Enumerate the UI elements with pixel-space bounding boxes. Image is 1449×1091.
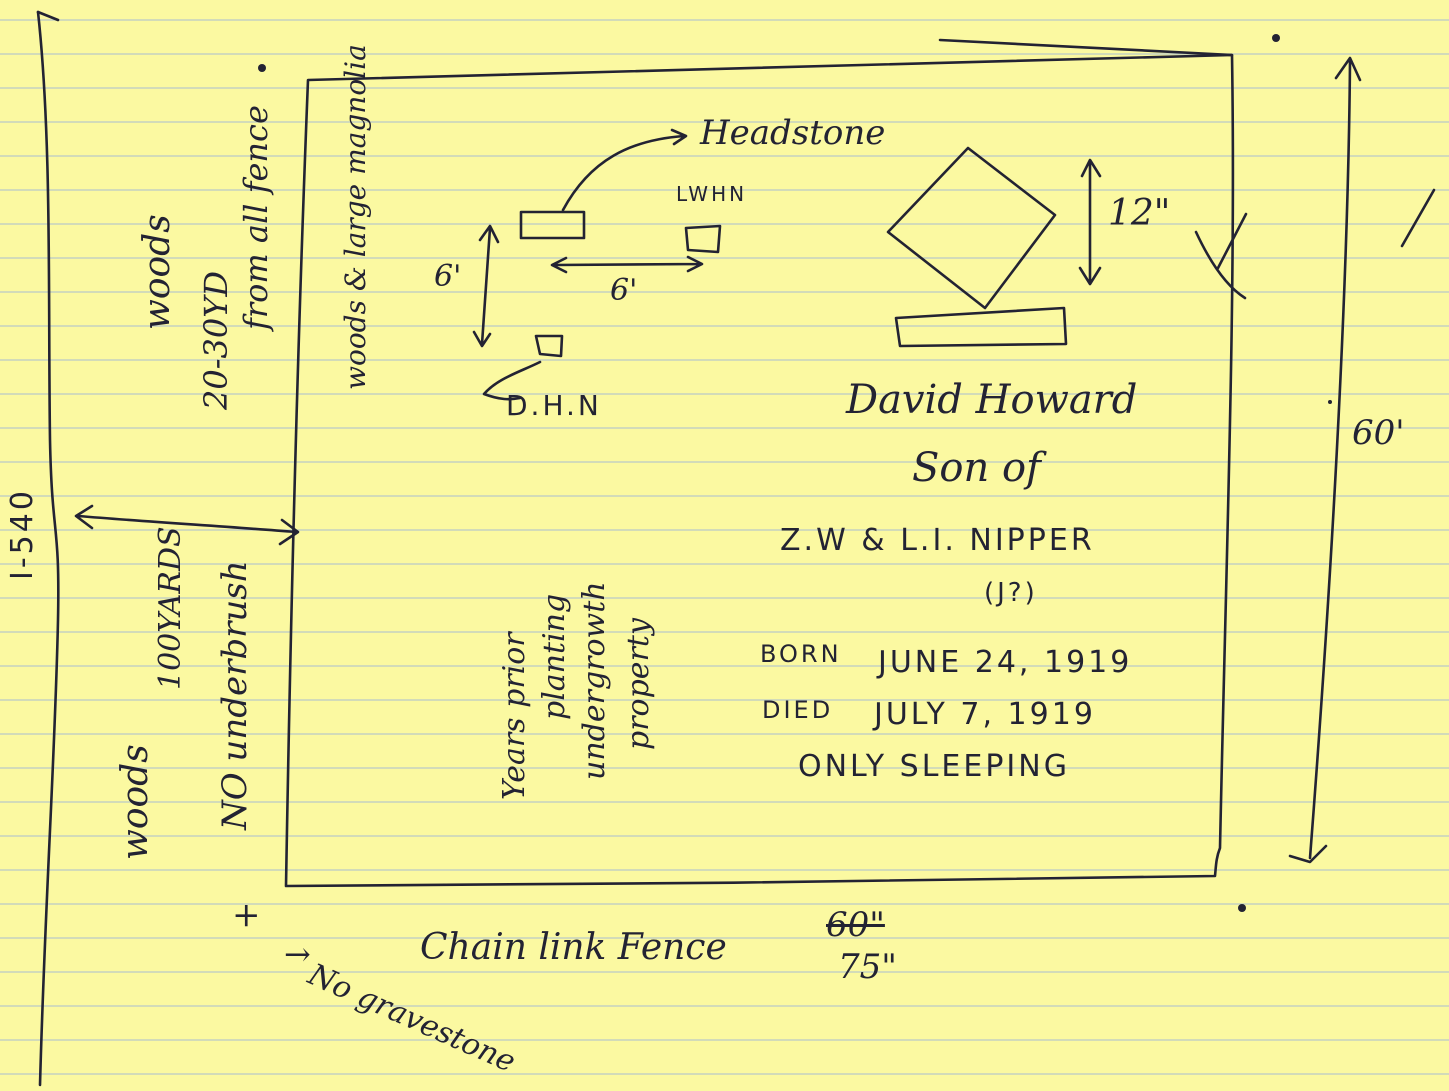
headstone-arrow (561, 128, 688, 212)
woods-top-note: woods (137, 214, 178, 330)
fence-distance-note: from all fence (237, 105, 275, 330)
woods-bottom-note: woods (115, 744, 156, 860)
fence-plus: + (232, 895, 261, 935)
hundred-yards-arrow (74, 504, 300, 546)
dim-six-vertical-arrow (472, 224, 500, 348)
dot-top-left (258, 64, 266, 72)
dim-six-horizontal-arrow (550, 255, 704, 274)
no-underbrush-note: NO underbrush (215, 560, 255, 830)
dim-sixty-label: 60' (1352, 413, 1405, 453)
yards-top-note: 20-30YD (197, 270, 235, 410)
born-label: BORN (760, 640, 842, 668)
dim-sixty-arrow (1288, 56, 1362, 864)
inside-note-4: property (621, 618, 656, 750)
fence-height-struck: 60" (826, 905, 885, 945)
dim-twelve-label: 12" (1108, 193, 1171, 234)
epitaph: ONLY SLEEPING (798, 749, 1070, 784)
lwhn-label: LWHN (676, 182, 748, 206)
vegetation-note: woods & large magnolia (339, 44, 372, 390)
inscription-parents-note: (J?) (984, 578, 1038, 608)
dot-bottom-right (1238, 904, 1246, 912)
dim-six-vertical-label: 6' (434, 259, 462, 294)
dhn-label: D.H.N (506, 389, 602, 422)
right-slash-mark (1216, 212, 1248, 270)
fence-label: Chain link Fence (420, 927, 727, 968)
dim-six-horizontal-label: 6' (610, 273, 638, 308)
inside-note-1: Years prior (497, 632, 532, 800)
top-left-tick (36, 10, 60, 22)
died-label: DIED (762, 696, 834, 724)
inside-note-2: planting (537, 593, 572, 720)
plot-corner-extension (938, 38, 1234, 57)
right-curve-mark (1194, 230, 1247, 300)
inside-note-3: undergrowth (577, 581, 612, 780)
inscription-name: David Howard (846, 377, 1138, 423)
dhn-arrow (482, 360, 542, 401)
lwhn-marker (684, 224, 722, 254)
far-right-slash-mark (1400, 188, 1436, 248)
headstone-shape (519, 210, 586, 240)
dot-right (1328, 400, 1332, 404)
dot-top-right (1272, 34, 1280, 42)
inscription-son-of: Son of (912, 445, 1041, 491)
fence-arrow: → (284, 935, 311, 973)
hundred-yards-note: 100YARDS (153, 526, 188, 690)
road-label: I-540 (5, 488, 40, 580)
left-margin-line (36, 10, 60, 1087)
dhn-marker (534, 334, 564, 358)
fence-height: 75" (838, 947, 897, 987)
dim-twelve-arrow (1078, 158, 1102, 286)
headstone-label: Headstone (700, 113, 886, 153)
ruled-lines (0, 19, 1449, 1075)
diamond-base (894, 306, 1068, 348)
born-date: JUNE 24, 1919 (878, 645, 1133, 680)
inscription-parents: Z.W & L.I. NIPPER (780, 523, 1095, 558)
diamond-shape (886, 146, 1057, 310)
died-date: JULY 7, 1919 (874, 697, 1096, 732)
